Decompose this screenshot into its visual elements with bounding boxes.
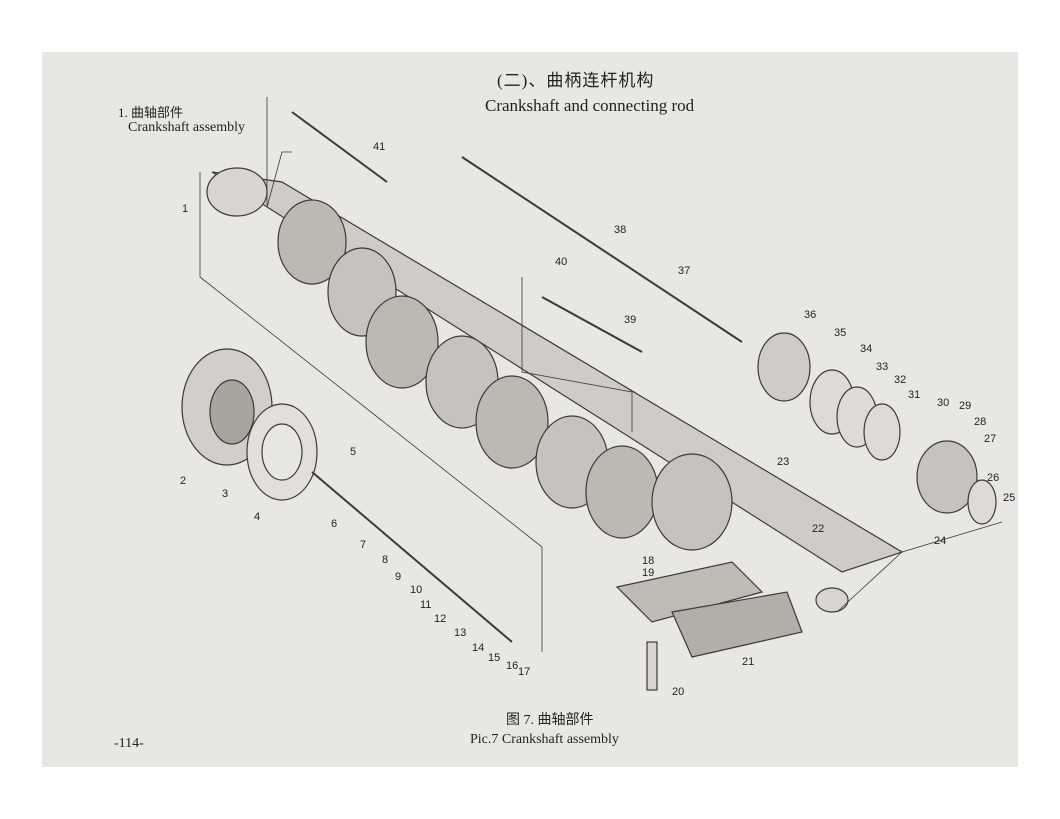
- callout-16: 16: [506, 660, 518, 672]
- callout-7: 7: [360, 539, 366, 551]
- callout-35: 35: [834, 327, 846, 339]
- page-number: -114-: [114, 736, 144, 751]
- callout-34: 34: [860, 343, 872, 355]
- callout-23: 23: [777, 456, 789, 468]
- callout-21: 21: [742, 656, 754, 668]
- callout-33: 33: [876, 361, 888, 373]
- section-heading-chinese: (二)、曲柄连杆机构: [497, 71, 655, 90]
- rear-flange: [181, 348, 318, 501]
- callout-2: 2: [180, 475, 186, 487]
- figure-caption-chinese: 图 7. 曲轴部件: [506, 713, 594, 728]
- callout-15: 15: [488, 652, 500, 664]
- section-heading-english: Crankshaft and connecting rod: [485, 96, 695, 115]
- subsection-title-english: Crankshaft assembly: [128, 120, 246, 135]
- plug-rods: [291, 111, 743, 643]
- callout-39: 39: [624, 314, 636, 326]
- callout-10: 10: [410, 584, 422, 596]
- assembly-lines: [199, 97, 1003, 652]
- callout-31: 31: [908, 389, 920, 401]
- callout-18: 18: [642, 555, 654, 567]
- callout-32: 32: [894, 374, 906, 386]
- callout-28: 28: [974, 416, 986, 428]
- callout-19: 19: [642, 567, 654, 579]
- callout-6: 6: [331, 518, 337, 530]
- callout-20: 20: [672, 686, 684, 698]
- callout-12: 12: [434, 613, 446, 625]
- callout-29: 29: [959, 400, 971, 412]
- subsection-title-chinese: 1. 曲轴部件: [118, 105, 184, 120]
- callout-13: 13: [454, 627, 466, 639]
- callout-1: 1: [182, 203, 188, 215]
- manual-page: (二)、曲柄连杆机构 Crankshaft and connecting rod…: [42, 52, 1018, 767]
- callout-38: 38: [614, 224, 626, 236]
- callout-24: 24: [934, 535, 946, 547]
- bearing-caps: [615, 561, 803, 691]
- exploded-view-drawing: 1 2 3 4 5 6 7 8 9 10 11 12 13 14 15 16 1…: [180, 97, 1015, 698]
- figure-caption-english: Pic.7 Crankshaft assembly: [470, 732, 619, 747]
- callout-27: 27: [984, 433, 996, 445]
- callout-40: 40: [555, 256, 567, 268]
- callout-9: 9: [395, 571, 401, 583]
- front-gear-stack: [757, 332, 997, 525]
- crankshaft: [206, 167, 904, 613]
- callout-17: 17: [518, 666, 530, 678]
- callout-41: 41: [373, 141, 385, 153]
- callout-14: 14: [472, 642, 484, 654]
- callout-26: 26: [987, 472, 999, 484]
- callout-5: 5: [350, 446, 356, 458]
- callout-30: 30: [937, 397, 949, 409]
- callout-11: 11: [420, 599, 431, 611]
- callout-25: 25: [1003, 492, 1015, 504]
- callout-37: 37: [678, 265, 690, 277]
- callout-3: 3: [222, 488, 228, 500]
- callout-36: 36: [804, 309, 816, 321]
- callout-4: 4: [254, 511, 260, 523]
- callout-8: 8: [382, 554, 388, 566]
- callout-labels: 1 2 3 4 5 6 7 8 9 10 11 12 13 14 15 16 1…: [180, 141, 1015, 698]
- callout-22: 22: [812, 523, 824, 535]
